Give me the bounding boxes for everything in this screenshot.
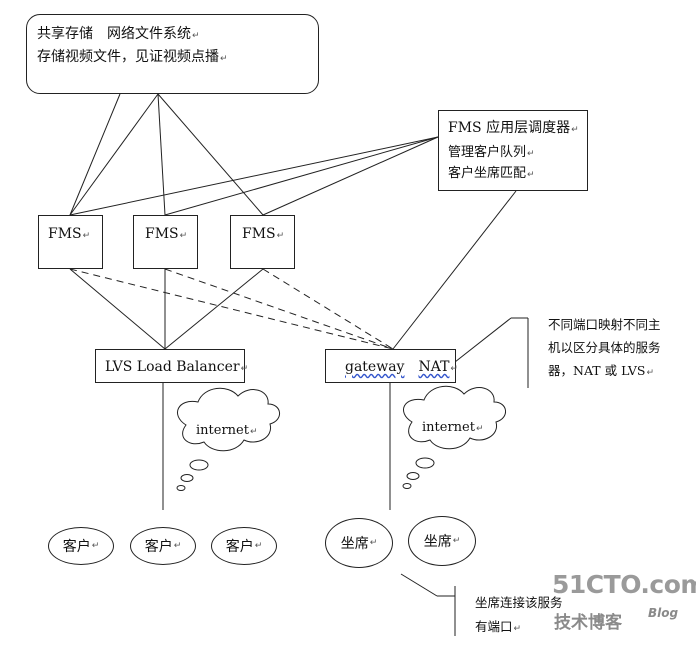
port-note-line-2: 机以区分具体的服务 bbox=[548, 340, 661, 355]
line-sched-fms3 bbox=[262, 136, 439, 216]
line-fms1-lvs bbox=[69, 268, 166, 350]
line-agent-note-a bbox=[400, 573, 438, 597]
cloud-bubble-left-3 bbox=[176, 485, 186, 491]
line-storage-fms2 bbox=[69, 93, 159, 216]
port-note-line-1: 不同端口映射不同主 bbox=[548, 317, 661, 332]
fms-server-1: FMS↵ bbox=[38, 215, 103, 269]
port-note-line-3: 器，NAT 或 LVS bbox=[548, 363, 646, 378]
nat-label: NAT bbox=[418, 359, 450, 375]
port-mapping-note: 不同端口映射不同主 机以区分具体的服务 器，NAT 或 LVS↵ bbox=[548, 313, 661, 385]
gateway-label: gateway bbox=[345, 359, 405, 375]
watermark-sub: 技术博客 bbox=[554, 613, 622, 633]
client-node-2: 客户↵ bbox=[130, 527, 196, 565]
watermark-blog: Blog bbox=[648, 606, 679, 620]
cloud-bubble-right-1 bbox=[415, 457, 435, 469]
client-node-3: 客户↵ bbox=[211, 527, 277, 565]
lvs-label: LVS Load Balancer bbox=[105, 359, 240, 375]
watermark-51cto-logo: 51CTO.com 技术博客 Blog bbox=[552, 570, 696, 636]
agent-note-line-1: 坐席连接该服务 bbox=[475, 595, 563, 610]
internet-label-right: internet bbox=[422, 420, 475, 435]
line-gateway-note bbox=[454, 317, 512, 363]
line-fms3-lvs bbox=[164, 268, 264, 350]
cloud-bubble-right-2 bbox=[406, 472, 420, 480]
storage-line-2: 存储视频文件，见证视频点播 bbox=[37, 49, 219, 65]
watermark-main: 51CTO.com bbox=[552, 570, 696, 599]
line-storage-fms1 bbox=[69, 93, 121, 216]
line-sched-gateway bbox=[392, 190, 517, 350]
scheduler-title: FMS 应用层调度器 bbox=[448, 120, 571, 136]
line-storage-fms2b bbox=[157, 93, 166, 216]
agent-node-1: 坐席↵ bbox=[325, 518, 393, 568]
line-sched-fms1 bbox=[69, 136, 439, 216]
dashed-fms3-gateway bbox=[262, 268, 394, 350]
storage-line-1: 共享存储 网络文件系统 bbox=[37, 26, 191, 42]
agent-connect-note: 坐席连接该服务 有端口↵ bbox=[475, 591, 563, 641]
agent-node-2: 坐席↵ bbox=[408, 516, 476, 566]
fms-scheduler-box: FMS 应用层调度器↵ 管理客户队列↵ 客户坐席匹配↵ bbox=[438, 110, 588, 191]
fms-server-3: FMS↵ bbox=[230, 215, 295, 269]
scheduler-item-1: 管理客户队列 bbox=[448, 145, 527, 160]
dashed-fms1-gateway bbox=[69, 268, 394, 350]
internet-label-left: internet bbox=[196, 423, 249, 438]
line-storage-fms3 bbox=[157, 93, 264, 216]
agent-note-line-2: 有端口 bbox=[475, 619, 513, 634]
lvs-load-balancer-box: LVS Load Balancer↵ bbox=[95, 349, 248, 383]
dashed-fms2-gateway bbox=[164, 268, 394, 350]
cloud-bubble-right-3 bbox=[402, 483, 412, 489]
cloud-bubble-left-2 bbox=[180, 474, 194, 482]
client-node-1: 客户↵ bbox=[48, 527, 114, 565]
internet-cloud-right bbox=[403, 385, 506, 450]
line-sched-fms2 bbox=[164, 136, 439, 216]
cloud-bubble-left-1 bbox=[189, 459, 209, 471]
scheduler-item-2: 客户坐席匹配 bbox=[448, 166, 527, 181]
shared-storage-box: 共享存储 网络文件系统↵ 存储视频文件，见证视频点播↵ bbox=[26, 14, 319, 94]
internet-cloud-left bbox=[177, 387, 280, 452]
fms-server-2: FMS↵ bbox=[133, 215, 198, 269]
